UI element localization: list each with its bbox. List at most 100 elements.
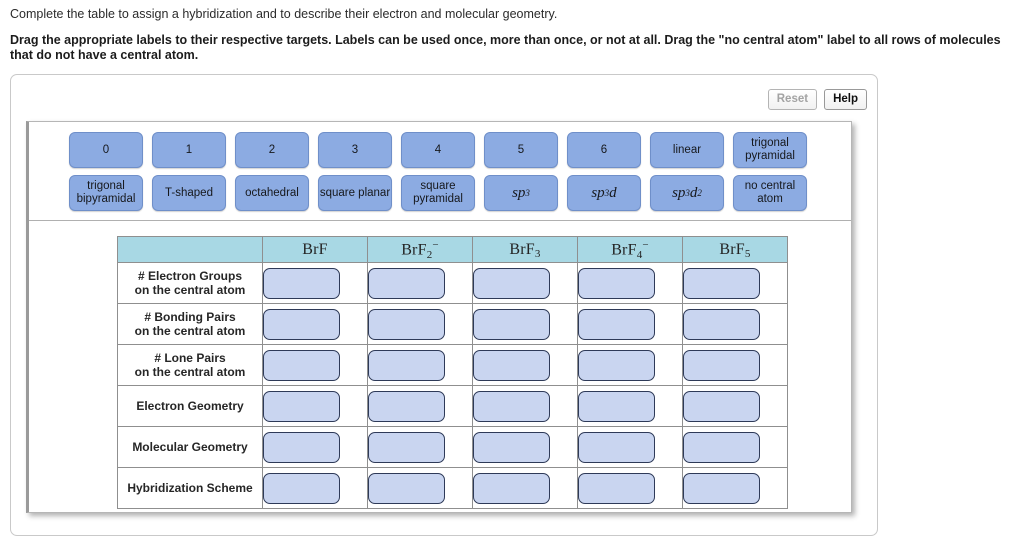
drop-cell-r2-c4[interactable] [682,344,788,386]
drop-cell-r1-c3[interactable] [577,303,683,345]
label-tile-5[interactable]: 5 [484,132,558,168]
drop-target-r1-c4[interactable] [683,308,760,340]
drop-target-r5-c4[interactable] [683,472,760,504]
label-tile-octahedral[interactable]: octahedral [235,175,309,211]
drop-target-r0-c1[interactable] [368,267,445,299]
drop-target-r0-c3[interactable] [578,267,655,299]
column-header-brf: BrF [262,236,368,263]
drop-cell-r0-c0[interactable] [262,262,368,304]
label-tile-6[interactable]: 6 [567,132,641,168]
label-tile-linear[interactable]: linear [650,132,724,168]
drop-cell-r5-c0[interactable] [262,467,368,509]
drop-cell-r3-c4[interactable] [682,385,788,427]
drop-cell-r4-c2[interactable] [472,426,578,468]
work-area: 0 1 2 3 4 5 6 linear trigonal pyramidal … [26,121,852,513]
drop-target-r4-c0[interactable] [263,431,340,463]
label-tile-2[interactable]: 2 [235,132,309,168]
drop-target-r0-c2[interactable] [473,267,550,299]
drop-target-r1-c0[interactable] [263,308,340,340]
drop-cell-r2-c1[interactable] [367,344,473,386]
label-tile-t-shaped[interactable]: T-shaped [152,175,226,211]
drop-target-r2-c3[interactable] [578,349,655,381]
column-header-brf2m: BrF2− [367,236,473,263]
drop-cell-r0-c3[interactable] [577,262,683,304]
help-button[interactable]: Help [824,89,867,110]
drop-cell-r3-c0[interactable] [262,385,368,427]
drop-target-r3-c1[interactable] [368,390,445,422]
drop-target-r5-c0[interactable] [263,472,340,504]
column-header-brf4m: BrF4− [577,236,683,263]
drop-target-r0-c4[interactable] [683,267,760,299]
drop-cell-r0-c4[interactable] [682,262,788,304]
drop-cell-r5-c4[interactable] [682,467,788,509]
drop-cell-r2-c0[interactable] [262,344,368,386]
drop-target-r5-c2[interactable] [473,472,550,504]
drop-cell-r0-c2[interactable] [472,262,578,304]
drop-target-r1-c2[interactable] [473,308,550,340]
drop-cell-r0-c1[interactable] [367,262,473,304]
label-tile-0[interactable]: 0 [69,132,143,168]
drop-cell-r1-c4[interactable] [682,303,788,345]
drop-cell-r4-c4[interactable] [682,426,788,468]
drop-cell-r2-c3[interactable] [577,344,683,386]
drop-target-r5-c3[interactable] [578,472,655,504]
drop-cell-r1-c0[interactable] [262,303,368,345]
drop-target-r0-c0[interactable] [263,267,340,299]
row-label-3: Electron Geometry [117,385,263,427]
drop-target-r4-c2[interactable] [473,431,550,463]
drop-cell-r5-c1[interactable] [367,467,473,509]
column-header-brf5: BrF5 [682,236,788,263]
drop-target-r3-c3[interactable] [578,390,655,422]
label-bank-row-2: trigonal bipyramidal T-shaped octahedral… [29,175,851,211]
table-header-row: BrF BrF2− BrF3 BrF4− BrF5 [117,236,788,263]
drop-cell-r1-c1[interactable] [367,303,473,345]
instruction-line-2: Drag the appropriate labels to their res… [10,33,1001,62]
drop-cell-r3-c3[interactable] [577,385,683,427]
drop-target-r2-c2[interactable] [473,349,550,381]
drop-target-r1-c3[interactable] [578,308,655,340]
drop-cell-r3-c1[interactable] [367,385,473,427]
assignment-table: BrF BrF2− BrF3 BrF4− BrF5 # Electron Gro… [117,236,788,509]
label-bank-row-1: 0 1 2 3 4 5 6 linear trigonal pyramidal [29,132,851,168]
table-row: Electron Geometry [117,385,788,427]
drop-target-r4-c1[interactable] [368,431,445,463]
drop-cell-r2-c2[interactable] [472,344,578,386]
drop-cell-r5-c2[interactable] [472,467,578,509]
drop-target-r2-c0[interactable] [263,349,340,381]
drop-cell-r4-c1[interactable] [367,426,473,468]
drop-target-r2-c1[interactable] [368,349,445,381]
label-tile-square-planar[interactable]: square planar [318,175,392,211]
drop-target-r1-c1[interactable] [368,308,445,340]
activity-panel: Reset Help 0 1 2 3 4 5 6 linear trigonal… [10,74,878,536]
instructions-block: Complete the table to assign a hybridiza… [10,6,1018,63]
table-row: Hybridization Scheme [117,467,788,509]
drop-cell-r3-c2[interactable] [472,385,578,427]
label-tile-4[interactable]: 4 [401,132,475,168]
drop-target-r3-c2[interactable] [473,390,550,422]
label-tile-square-pyramidal[interactable]: square pyramidal [401,175,475,211]
label-tile-1[interactable]: 1 [152,132,226,168]
drop-target-r3-c0[interactable] [263,390,340,422]
drop-target-r4-c3[interactable] [578,431,655,463]
drop-cell-r1-c2[interactable] [472,303,578,345]
drop-target-r4-c4[interactable] [683,431,760,463]
drop-cell-r4-c0[interactable] [262,426,368,468]
drop-cell-r5-c3[interactable] [577,467,683,509]
reset-button[interactable]: Reset [767,89,818,110]
label-tile-trigonal-bipyramidal[interactable]: trigonal bipyramidal [69,175,143,211]
label-tile-3[interactable]: 3 [318,132,392,168]
label-tile-no-central-atom[interactable]: no central atom [733,175,807,211]
drop-cell-r4-c3[interactable] [577,426,683,468]
label-tile-trigonal-pyramidal[interactable]: trigonal pyramidal [733,132,807,168]
drop-target-r5-c1[interactable] [368,472,445,504]
drop-target-r3-c4[interactable] [683,390,760,422]
drop-target-r2-c4[interactable] [683,349,760,381]
